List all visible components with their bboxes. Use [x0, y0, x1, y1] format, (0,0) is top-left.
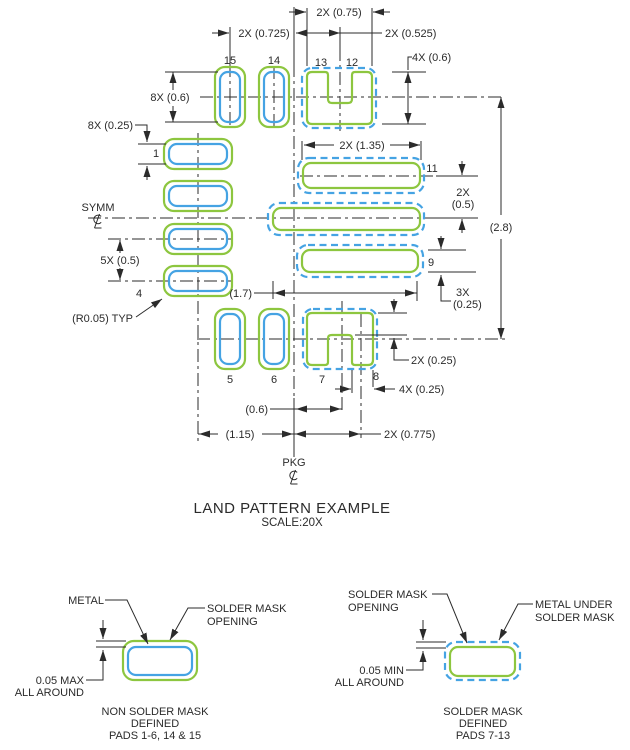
pad-9 [295, 243, 425, 279]
drawing-title-block: LAND PATTERN EXAMPLE SCALE:20X [194, 500, 391, 529]
dim-left-col-offset: (1.15) [198, 429, 294, 441]
dim-right-height-label1: 3X [456, 287, 470, 299]
pkg-marker: PKG [282, 457, 306, 485]
pad-6 [257, 307, 291, 371]
pad-13-12-u-shape [300, 66, 378, 130]
pad-label-4: 4 [136, 288, 142, 300]
pad-14 [257, 65, 291, 129]
dim-right-height-label2: (0.25) [453, 299, 482, 311]
dim-leg-width-label: 4X (0.25) [399, 384, 444, 396]
symm-marker: SYMM [82, 202, 115, 229]
dim-top-pad-height-label: 4X (0.6) [412, 52, 451, 64]
dim-right-offset: 2X (0.5) [432, 161, 478, 233]
legend-nsmd-dim-label2: ALL AROUND [15, 687, 84, 699]
dim-leg-width: 4X (0.25) [335, 370, 444, 396]
dim-bar-height-label: 2X (0.25) [411, 355, 456, 367]
legend-nsmd-dim-label1: 0.05 MAX [36, 675, 85, 687]
pad-label-5: 5 [227, 374, 233, 386]
dim-top-offset: 2X (0.525) [296, 28, 436, 40]
pad-label-7: 7 [319, 374, 325, 386]
dim-overall-height: (2.8) [490, 97, 513, 339]
pad-label-8: 8 [373, 371, 379, 383]
legend-smd: SOLDER MASK OPENING METAL UNDER SOLDER M… [335, 589, 615, 742]
legend-smd-dim-label2: ALL AROUND [335, 677, 404, 689]
pad-2 [162, 179, 234, 213]
pad-10 [266, 201, 426, 237]
legend-smd-metal-label2: SOLDER MASK [535, 612, 615, 624]
pad-label-1: 1 [153, 148, 159, 160]
centerline-symbol-icon [93, 213, 102, 229]
legend-smd-metal-label1: METAL UNDER [535, 599, 613, 611]
pad-label-15: 15 [224, 55, 236, 67]
dim-top-width-label: 2X (0.75) [316, 7, 361, 19]
dim-notch-offset: (0.6) [245, 404, 342, 416]
dim-corner-radius-label: (R0.05) TYP [72, 313, 133, 325]
dim-overall-height-label: (2.8) [490, 222, 513, 234]
dim-right-width-label: 2X (1.35) [339, 140, 384, 152]
drawing-title: LAND PATTERN EXAMPLE [194, 500, 391, 517]
pad-label-11: 11 [426, 163, 437, 175]
pkg-label: PKG [282, 457, 305, 469]
dim-top-width: 2X (0.75) [289, 7, 390, 66]
legend-smd-caption2: DEFINED [459, 718, 507, 730]
dim-top-pad-height: 4X (0.6) [382, 52, 451, 125]
legend-smd-caption3: PADS 7-13 [456, 730, 510, 742]
centerline-symbol-icon [289, 469, 298, 485]
pad-label-14: 14 [268, 55, 280, 67]
pad-label-12: 12 [346, 57, 358, 69]
legend-nsmd-caption3: PADS 1-6, 14 & 15 [109, 730, 201, 742]
dim-leg-offset-label: 2X (0.775) [384, 429, 435, 441]
pad-4 [162, 264, 234, 298]
dim-leg-offset: 2X (0.775) [294, 429, 435, 441]
pad-11 [296, 156, 426, 195]
legend-nsmd-metal-label: METAL [68, 595, 104, 607]
dim-right-width: 2X (1.35) [301, 140, 422, 160]
legend-smd-mask-label1: SOLDER MASK [348, 589, 428, 601]
legend-smd-caption1: SOLDER MASK [443, 706, 523, 718]
pad-15 [213, 65, 247, 129]
legend-nsmd-caption1: NON SOLDER MASK [102, 706, 210, 718]
dim-right-offset-label2: (0.5) [452, 199, 475, 211]
dim-left-pad-width: 8X (0.25) [88, 120, 166, 180]
dim-top-offset-label: 2X (0.525) [385, 28, 436, 40]
dim-left-pad-width-label: 8X (0.25) [88, 120, 133, 132]
pad-label-6: 6 [271, 374, 277, 386]
legend-nsmd-mask-label1: SOLDER MASK [207, 603, 287, 615]
dim-right-offset-label1: 2X [456, 187, 470, 199]
legend-smd-mask-label2: OPENING [348, 602, 399, 614]
drawing-scale: SCALE:20X [261, 517, 323, 529]
dim-left-col-offset-label: (1.15) [226, 429, 255, 441]
dim-mid-width-label: (1.7) [229, 288, 252, 300]
dim-corner-radius: (R0.05) TYP [72, 298, 163, 325]
legend-nsmd-mask-label2: OPENING [207, 616, 258, 628]
legend-nsmd: METAL SOLDER MASK OPENING 0.05 MAX ALL A… [15, 595, 287, 742]
dim-left-pad-height: 8X (0.6) [150, 71, 218, 123]
dim-left-pitch: 5X (0.5) [100, 240, 140, 280]
legend-smd-dim-label1: 0.05 MIN [359, 665, 404, 677]
pad-label-9: 9 [428, 257, 434, 269]
pad-number-labels: 15 14 13 12 1 4 5 6 7 8 11 9 [136, 55, 438, 386]
dim-notch-offset-label: (0.6) [245, 404, 268, 416]
pad-label-13: 13 [315, 57, 327, 69]
pad-1 [162, 137, 234, 171]
dim-left-pitch-label: 5X (0.5) [100, 255, 139, 267]
dim-pitch-top-label: 2X (0.725) [238, 28, 289, 40]
dim-bar-height: 2X (0.25) [355, 299, 456, 367]
dim-right-height: 3X (0.25) [428, 236, 482, 311]
pad-3 [162, 222, 234, 256]
pad-7-8-n-shape [301, 307, 379, 371]
dim-pitch-top: 2X (0.725) [212, 28, 312, 40]
symm-label: SYMM [82, 202, 115, 214]
legend-nsmd-caption2: DEFINED [131, 718, 179, 730]
dim-left-pad-height-label: 8X (0.6) [150, 92, 189, 104]
dim-mid-width: (1.7) [229, 281, 418, 301]
pad-5 [213, 307, 247, 371]
